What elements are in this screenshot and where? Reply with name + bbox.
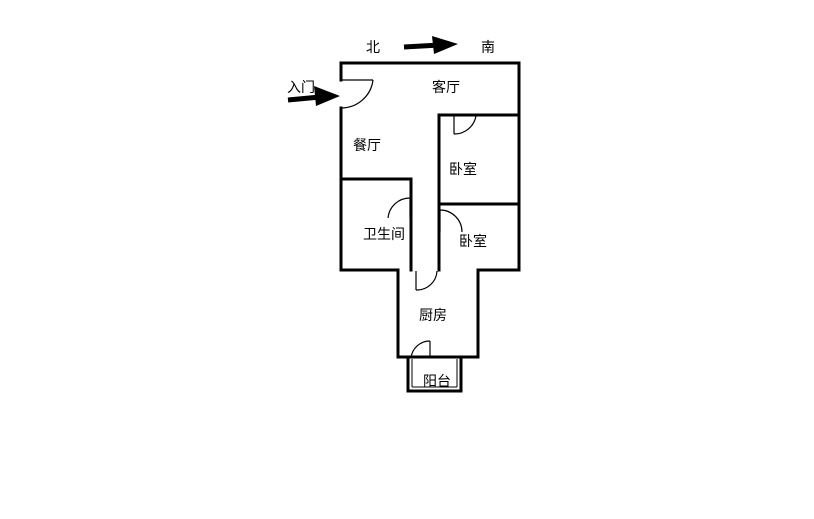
compass-south-label: 南 [481, 40, 495, 56]
entrance-arrow-icon [287, 86, 340, 106]
door-entrance-icon [340, 79, 374, 109]
compass-north-label: 北 [366, 40, 380, 56]
north-south-arrow-icon [403, 36, 458, 54]
room-label-bedroom-1: 卧室 [449, 161, 477, 178]
door-bedroom-1-icon [453, 115, 477, 135]
room-label-bathroom: 卫生间 [363, 227, 405, 243]
entrance-label: 入门 [287, 80, 315, 96]
room-label-living: 客厅 [432, 79, 460, 96]
room-label-bedroom-2: 卧室 [459, 233, 487, 250]
door-bedroom-2-icon [439, 209, 463, 233]
balcony-inner-rail [411, 359, 458, 388]
door-bathroom-icon [387, 197, 411, 219]
door-kitchen-icon [415, 270, 438, 291]
walls [339, 61, 521, 393]
room-label-kitchen: 厨房 [419, 308, 447, 324]
room-label-balcony: 阳台 [423, 374, 451, 390]
door-balcony-icon [410, 340, 431, 359]
room-label-dining: 餐厅 [353, 138, 381, 154]
